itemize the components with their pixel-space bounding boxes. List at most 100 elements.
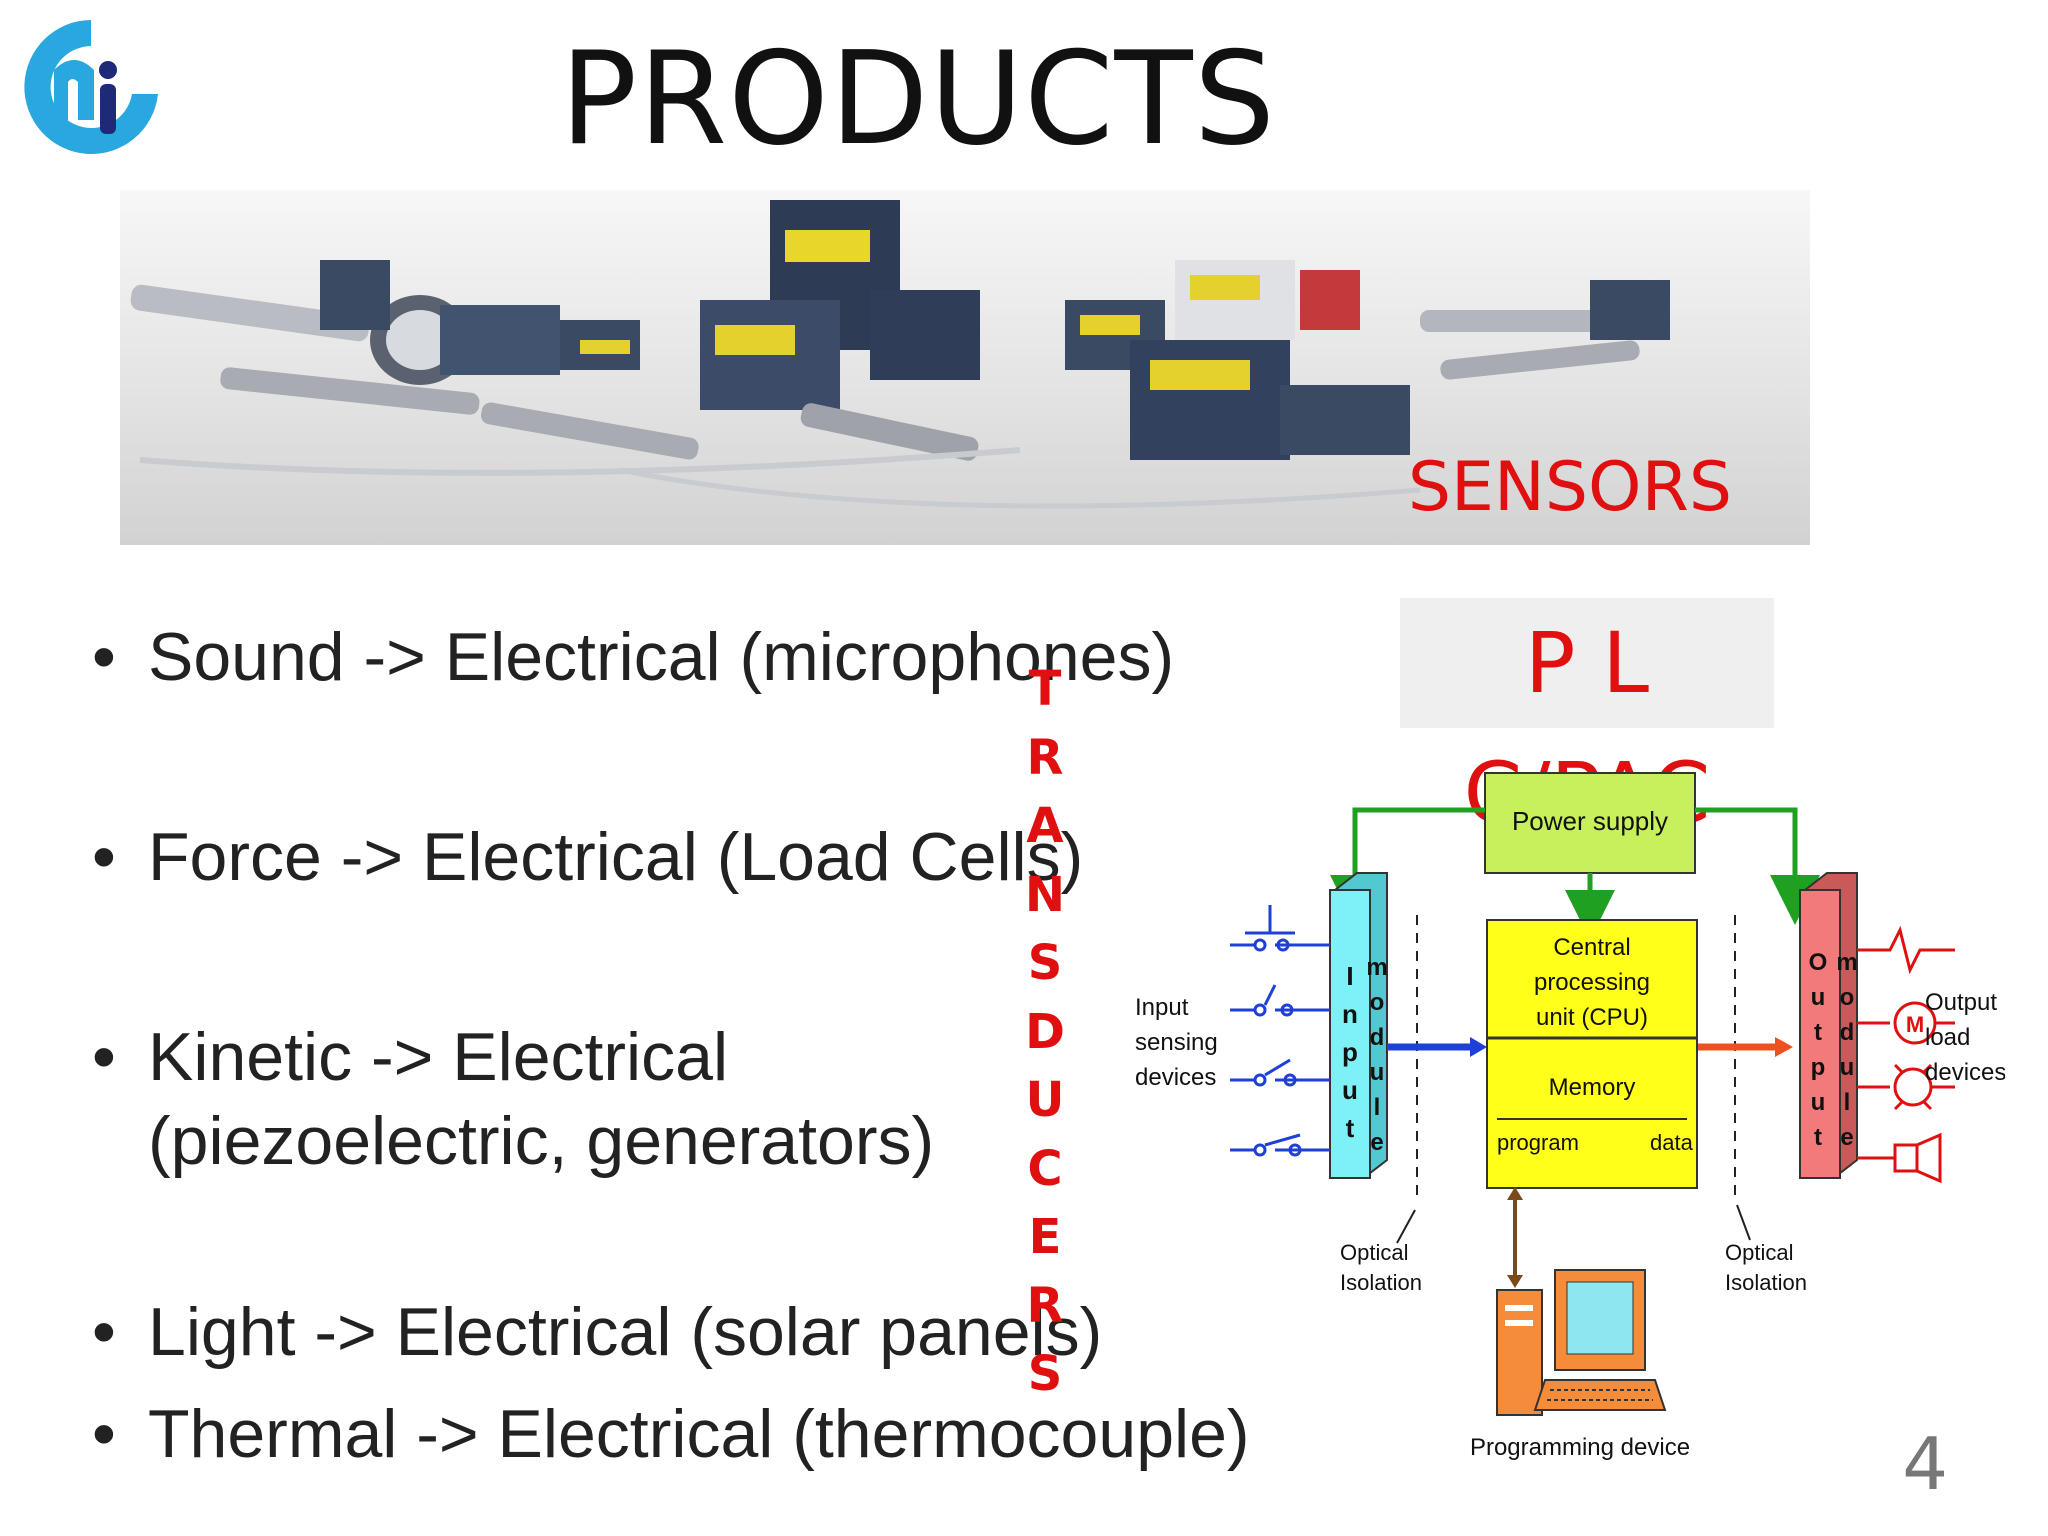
- bullet-text: Thermal -> Electrical (thermocouple): [148, 1396, 1250, 1472]
- svg-text:o: o: [1840, 984, 1855, 1011]
- power-wire-right: [1695, 807, 1820, 925]
- svg-text:d: d: [1840, 1019, 1855, 1046]
- power-wire-left: [1330, 807, 1485, 925]
- bullet-sound: • Sound -> Electrical (microphones): [92, 615, 1174, 699]
- svg-text:e: e: [1840, 1124, 1853, 1151]
- bullet-dot: •: [92, 1294, 116, 1370]
- svg-text:t: t: [1346, 1113, 1355, 1143]
- svg-text:Optical: Optical: [1340, 1240, 1408, 1265]
- svg-text:u: u: [1342, 1075, 1358, 1105]
- output-module-label-2: m o d u l e: [1836, 949, 1857, 1151]
- optical-isolation-left: Optical Isolation: [1340, 1240, 1422, 1295]
- output-load-icons: [1857, 925, 1955, 1184]
- transducers-letter: S: [1027, 935, 1063, 991]
- svg-text:Isolation: Isolation: [1725, 1270, 1807, 1295]
- svg-text:t: t: [1814, 1124, 1822, 1151]
- svg-text:e: e: [1370, 1129, 1383, 1156]
- bullet-kinetic: • Kinetic -> Electrical (piezoelectric, g…: [92, 1015, 934, 1183]
- bullet-text: Force -> Electrical (Load Cells): [148, 819, 1084, 895]
- svg-text:O: O: [1809, 949, 1828, 976]
- output-module-label: O u t p u t: [1809, 949, 1828, 1151]
- input-switch-icons: [1230, 905, 1330, 1157]
- transducers-letter: R: [1026, 729, 1064, 786]
- transducers-letter: N: [1024, 866, 1066, 923]
- output-module-block: [1799, 889, 1841, 1179]
- bullet-dot: •: [92, 1396, 116, 1472]
- sensors-image-banner: SENSORS: [120, 190, 1810, 545]
- transducers-letter: E: [1028, 1209, 1062, 1265]
- bullet-text-continuation: (piezoelectric, generators): [148, 1103, 935, 1179]
- bullet-force: • Force -> Electrical (Load Cells): [92, 815, 1083, 899]
- svg-text:u: u: [1811, 1089, 1826, 1116]
- motor-symbol: M: [1906, 1012, 1924, 1037]
- svg-text:u: u: [1811, 984, 1826, 1011]
- programming-device-label: Programming device: [1470, 1434, 1690, 1461]
- svg-text:m: m: [1366, 954, 1387, 981]
- input-module-block: [1329, 889, 1371, 1179]
- svg-text:t: t: [1814, 1019, 1822, 1046]
- svg-text:d: d: [1370, 1024, 1385, 1051]
- svg-text:o: o: [1370, 989, 1385, 1016]
- bullet-text: Kinetic -> Electrical: [148, 1019, 729, 1095]
- svg-text:I: I: [1346, 961, 1353, 991]
- svg-text:processing: processing: [1534, 969, 1650, 996]
- svg-text:l: l: [1844, 1089, 1851, 1116]
- proximity-sensor-icon: [139, 280, 1670, 509]
- transducers-letter: S: [1027, 1346, 1063, 1402]
- svg-text:m: m: [1836, 949, 1857, 976]
- company-logo: [24, 20, 158, 154]
- svg-text:Output: Output: [1925, 989, 1997, 1016]
- sensors-illustration: [130, 200, 1670, 509]
- svg-text:Central: Central: [1553, 934, 1630, 961]
- svg-text:devices: devices: [1135, 1064, 1216, 1091]
- bullet-text: Sound -> Electrical (microphones): [148, 619, 1175, 695]
- svg-text:Optical: Optical: [1725, 1240, 1793, 1265]
- svg-text:Isolation: Isolation: [1340, 1270, 1422, 1295]
- svg-text:devices: devices: [1925, 1059, 2005, 1086]
- svg-text:n: n: [1342, 999, 1358, 1029]
- transducers-letter: U: [1025, 1072, 1065, 1128]
- transducers-letter: T: [1028, 661, 1062, 717]
- bullet-dot: •: [92, 619, 116, 695]
- plc-block-diagram: Power supply I n p u t m o d u l e Input…: [1135, 772, 2005, 1461]
- bullet-dot: •: [92, 1019, 116, 1095]
- input-devices-label: Input sensing devices: [1135, 994, 1218, 1091]
- bullet-dot: •: [92, 819, 116, 895]
- cylindrical-sensor-icon: [130, 284, 480, 415]
- transducers-letter: D: [1025, 1003, 1065, 1060]
- sensors-label: SENSORS: [1407, 448, 1732, 527]
- bullet-light: • Light -> Electrical (solar panels): [92, 1290, 1102, 1374]
- svg-text:sensing: sensing: [1135, 1029, 1218, 1056]
- photoelectric-sensor-icon: [320, 260, 640, 375]
- power-supply-label: Power supply: [1512, 806, 1668, 836]
- laser-sensor-icon: [700, 200, 1165, 410]
- cpu-label: Central processing unit (CPU): [1534, 934, 1650, 1031]
- transducers-letter: R: [1026, 1277, 1064, 1334]
- input-module-label-2: m o d u l e: [1366, 954, 1387, 1156]
- cpu-block: [1486, 919, 1698, 1189]
- page-number: 4: [1902, 1422, 1948, 1506]
- svg-text:p: p: [1342, 1037, 1358, 1067]
- input-module-label: I n p u t: [1342, 961, 1358, 1143]
- programming-computer-icon: [1496, 1269, 1667, 1416]
- transducers-letter: A: [1026, 798, 1064, 854]
- svg-text:load: load: [1925, 1024, 1970, 1051]
- output-devices-label: Output load devices: [1925, 989, 2005, 1086]
- transducers-vertical-label: T R A N S D U C E R S: [1020, 655, 1070, 1409]
- svg-text:l: l: [1374, 1094, 1381, 1121]
- data-label: data: [1650, 1130, 1694, 1155]
- distance-sensor-icon: [1130, 260, 1410, 460]
- bullet-text: Light -> Electrical (solar panels): [148, 1294, 1103, 1370]
- optical-isolation-right: Optical Isolation: [1725, 1240, 1807, 1295]
- svg-text:u: u: [1840, 1054, 1855, 1081]
- bullet-thermal: • Thermal -> Electrical (thermocouple): [92, 1392, 1250, 1476]
- transducers-letter: C: [1027, 1140, 1063, 1197]
- slide-title: PRODUCTS: [560, 25, 1276, 174]
- svg-text:p: p: [1811, 1054, 1826, 1081]
- program-label: program: [1497, 1130, 1579, 1155]
- memory-label: Memory: [1549, 1074, 1636, 1101]
- power-supply-block: [1484, 772, 1696, 874]
- plc-label-box: P L C/PAC: [1400, 598, 1774, 842]
- svg-text:unit (CPU): unit (CPU): [1536, 1004, 1648, 1031]
- svg-text:u: u: [1370, 1059, 1385, 1086]
